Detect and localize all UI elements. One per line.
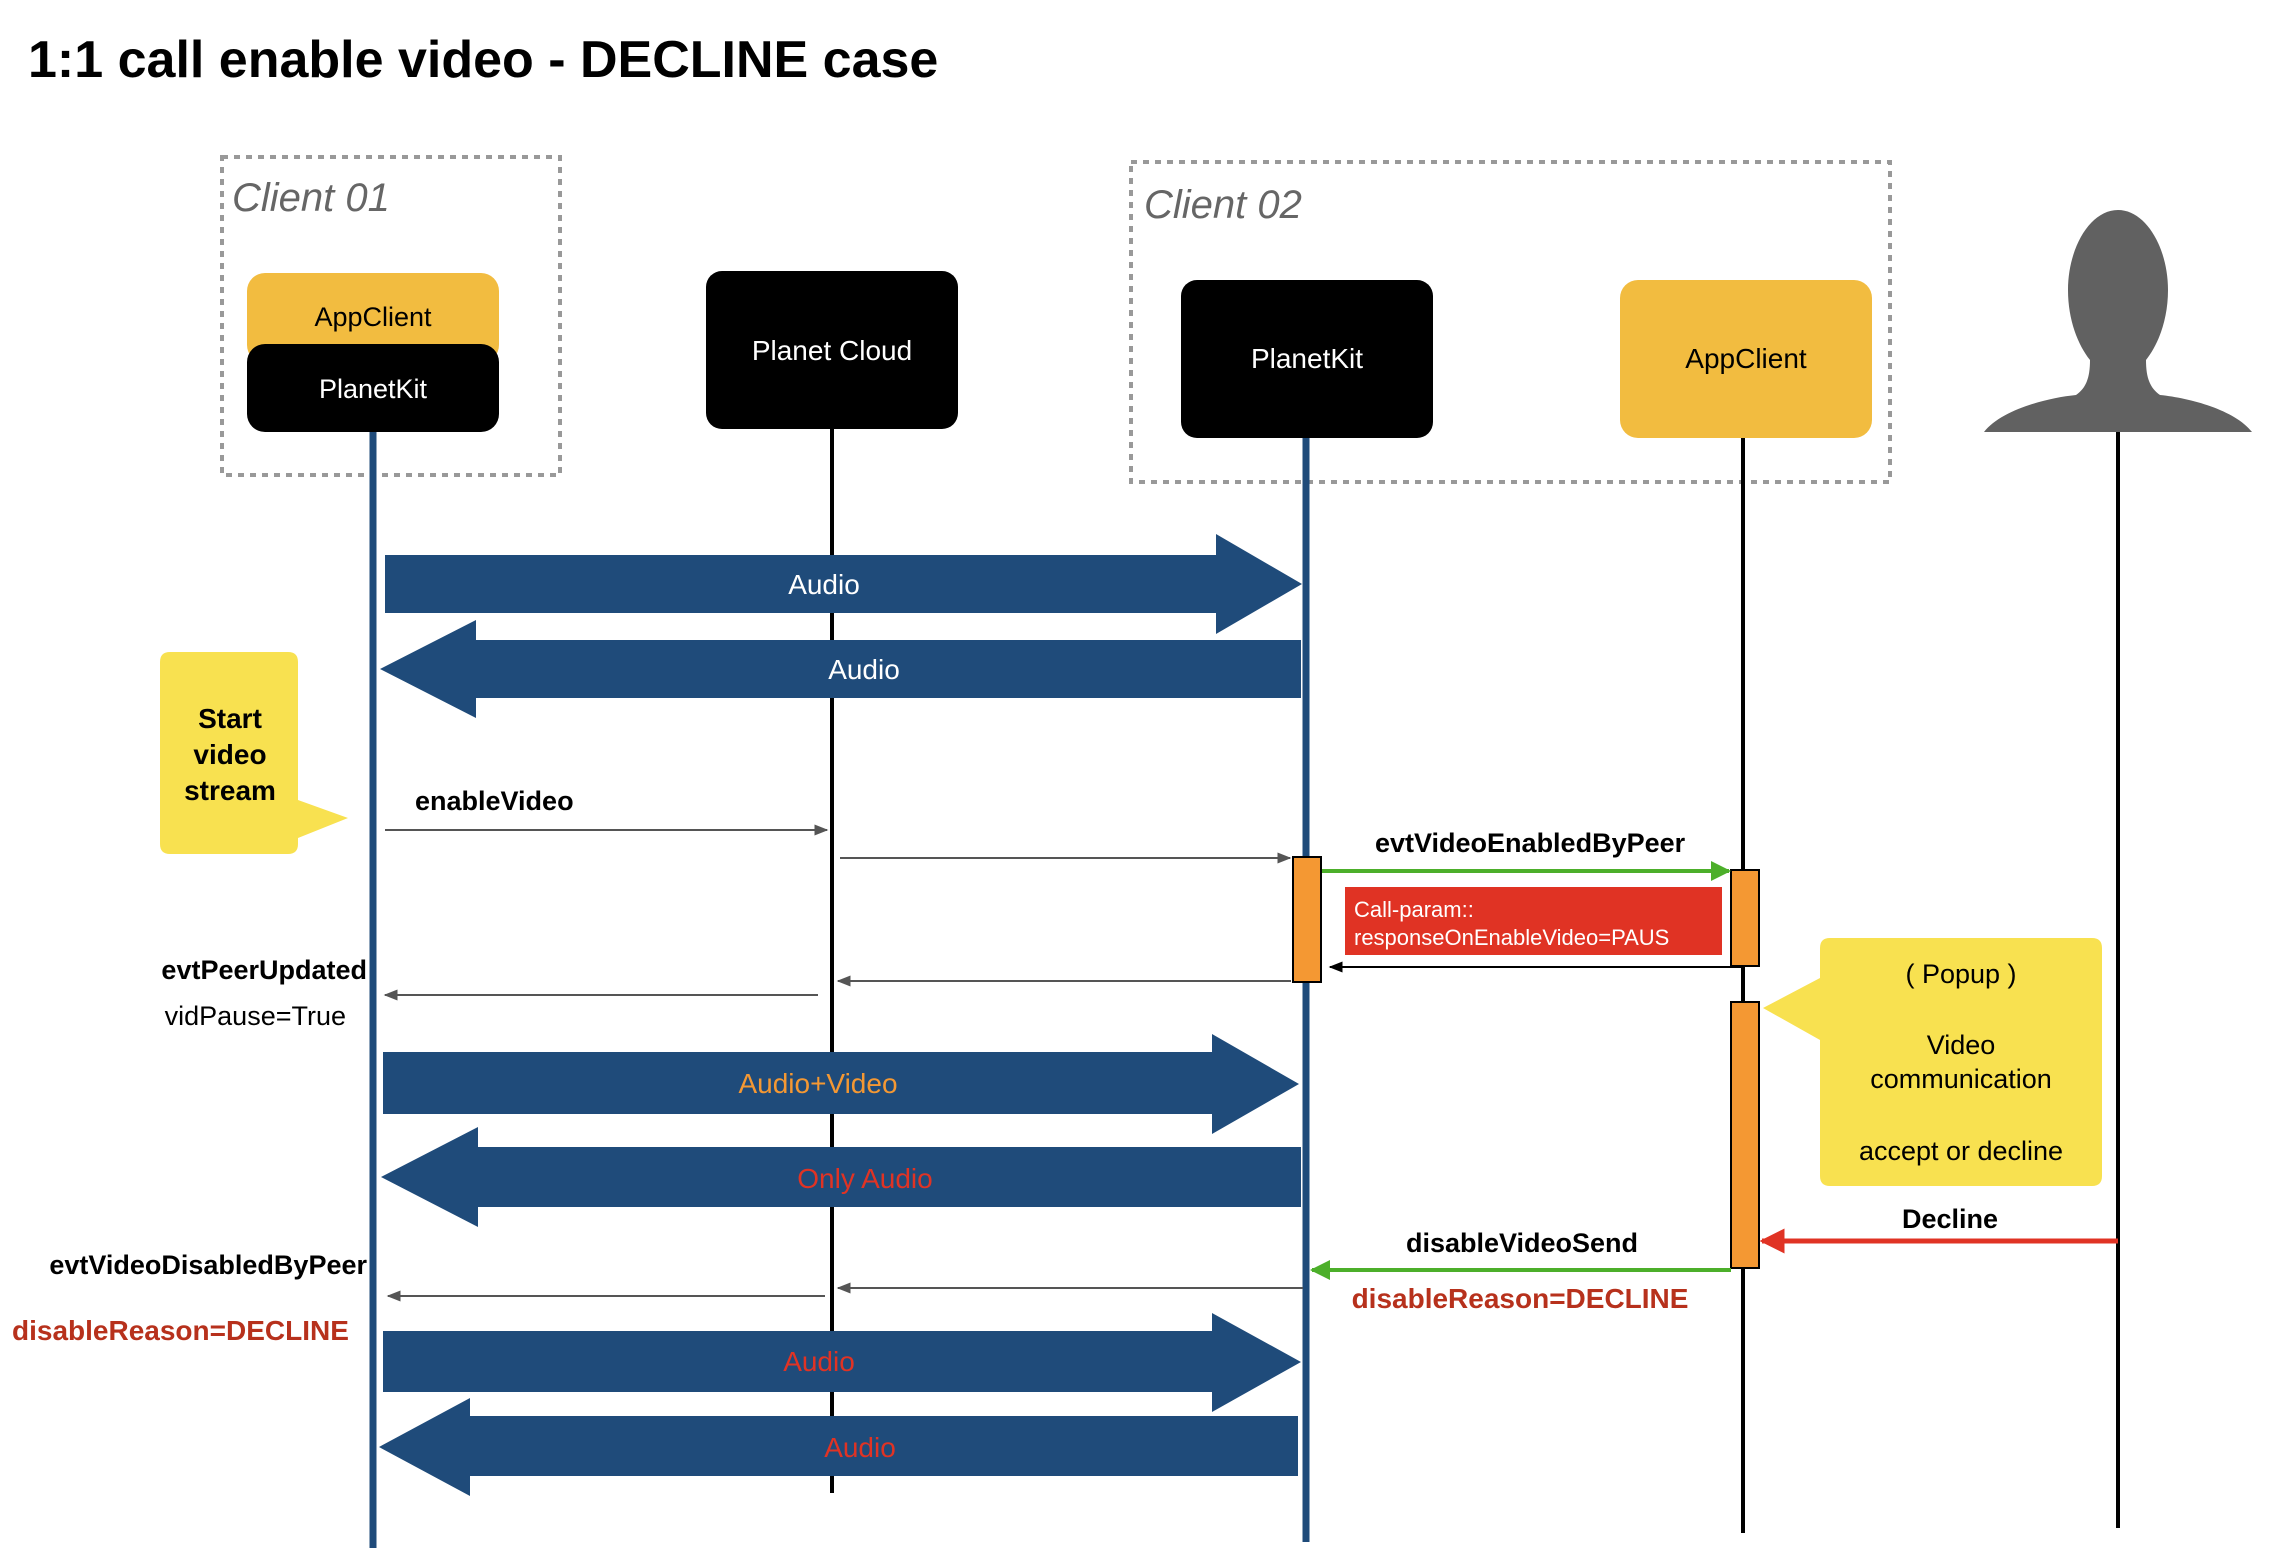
disable-video-send-label: disableVideoSend [1406, 1228, 1638, 1258]
client1-appclient-box [247, 273, 499, 363]
svg-text:video: video [193, 739, 266, 770]
svg-text:Video: Video [1927, 1030, 1996, 1060]
client1-appclient-label: AppClient [314, 302, 432, 332]
svg-text:Audio+Video: Audio+Video [738, 1068, 897, 1099]
client-01-label: Client 01 [232, 176, 390, 220]
evt-video-enabled-label: evtVideoEnabledByPeer [1375, 828, 1686, 858]
client-01-group [220, 155, 562, 477]
planet-cloud-label: Planet Cloud [752, 335, 912, 366]
vid-pause-label: vidPause=True [165, 1001, 346, 1031]
svg-text:Call-param::: Call-param:: [1354, 897, 1474, 922]
stream-arrow-audio-4: Audio [379, 1398, 1298, 1496]
popup-note: ( Popup ) Video communication accept or … [1763, 938, 2102, 1186]
stream-arrow-only-audio: Only Audio [381, 1127, 1301, 1227]
stream-arrow-audio-video: Audio+Video [383, 1034, 1299, 1134]
svg-text:accept or decline: accept or decline [1859, 1136, 2063, 1166]
stream-arrow-audio-3: Audio [383, 1313, 1301, 1412]
planet-cloud-box [706, 271, 958, 429]
start-video-stream-note: Start video stream [160, 652, 348, 854]
evt-video-disabled-label: evtVideoDisabledByPeer [49, 1250, 367, 1280]
svg-text:stream: stream [184, 775, 276, 806]
disable-reason-client2-label: disableReason=DECLINE [1352, 1283, 1689, 1314]
diagram-title: 1:1 call enable video - DECLINE case [28, 31, 938, 89]
call-param-box: Call-param:: responseOnEnableVideo=PAUS [1345, 887, 1722, 955]
client-02-label: Client 02 [1144, 183, 1302, 227]
svg-text:Only Audio: Only Audio [797, 1163, 932, 1194]
stream-arrow-audio-2: Audio [380, 620, 1301, 718]
decline-label: Decline [1902, 1204, 1998, 1234]
client2-planetkit-box [1181, 280, 1433, 438]
svg-text:responseOnEnableVideo=PAUS: responseOnEnableVideo=PAUS [1354, 925, 1669, 950]
evt-peer-updated-label: evtPeerUpdated [161, 955, 367, 985]
activation-client2-appclient-1 [1730, 869, 1760, 967]
svg-text:( Popup ): ( Popup ) [1905, 959, 2016, 989]
client-02-group [1129, 160, 1892, 484]
client1-planetkit-box [247, 344, 499, 432]
svg-text:Audio: Audio [828, 654, 900, 685]
person-silhouette-icon [1984, 210, 2252, 432]
disable-reason-client1-label: disableReason=DECLINE [12, 1315, 349, 1346]
svg-text:Start: Start [198, 703, 262, 734]
client2-appclient-label: AppClient [1685, 343, 1807, 374]
client1-planetkit-label: PlanetKit [319, 374, 428, 404]
svg-text:Audio: Audio [783, 1346, 855, 1377]
client2-planetkit-label: PlanetKit [1251, 343, 1363, 374]
enable-video-label: enableVideo [415, 786, 574, 816]
svg-text:Audio: Audio [788, 569, 860, 600]
activation-client2-planetkit [1292, 856, 1322, 983]
client2-appclient-box [1620, 280, 1872, 438]
stream-arrow-audio-1: Audio [385, 534, 1302, 634]
activation-client2-appclient-2 [1730, 1001, 1760, 1269]
svg-text:communication: communication [1870, 1064, 2052, 1094]
svg-text:Audio: Audio [824, 1432, 896, 1463]
